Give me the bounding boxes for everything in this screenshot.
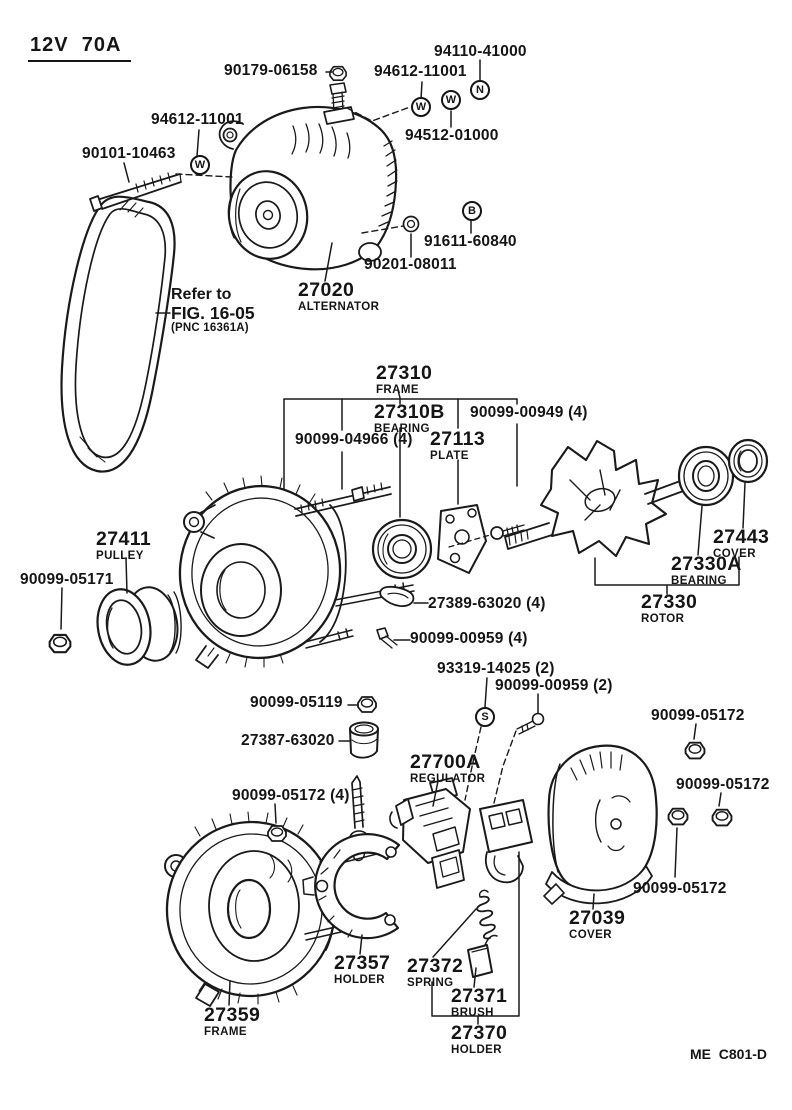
rotor-leader-lines bbox=[594, 482, 746, 595]
rotor-drawing bbox=[504, 439, 701, 558]
note-line1: Refer to bbox=[171, 286, 232, 303]
rear-frame-drawing bbox=[164, 811, 390, 1007]
part-label-93319-14025: 93319-14025 (2) bbox=[437, 660, 555, 677]
front-frame-drawing bbox=[178, 475, 415, 669]
part-label-94110-41000: 94110-41000 bbox=[434, 43, 527, 60]
plate-screw-drawing bbox=[448, 524, 525, 548]
bolt-callout-icon: B bbox=[462, 201, 482, 221]
bottom-dashed-leaders bbox=[464, 726, 517, 804]
alternator-assembly-drawing bbox=[218, 82, 398, 271]
belt-reference-note: Refer to FIG. 16-05 (PNC 16361A) bbox=[171, 286, 255, 335]
part-label-90101-10463: 90101-10463 bbox=[82, 145, 176, 162]
part-label-90099-05119: 90099-05119 bbox=[250, 694, 343, 711]
rear-bearing-drawing bbox=[677, 445, 735, 507]
part-label-94612-11001-left: 94612-11001 bbox=[151, 111, 244, 128]
nut-icon-05172-c bbox=[667, 807, 689, 826]
rear-cover-drawing bbox=[543, 744, 658, 905]
brush-spring-drawing bbox=[476, 889, 496, 940]
part-label-94512-01000: 94512-01000 bbox=[405, 127, 499, 144]
insulator-drawing bbox=[349, 721, 379, 759]
drive-belt-drawing bbox=[60, 195, 176, 473]
part-label-90099-00949: 90099-00949 (4) bbox=[470, 404, 588, 421]
part-label-90099-05172-b: 90099-05172 bbox=[676, 776, 770, 793]
washer-callout-icon: W bbox=[190, 155, 210, 175]
part-label-90201-08011: 90201-08011 bbox=[364, 256, 457, 273]
part-label-90099-00959-4: 90099-00959 (4) bbox=[410, 630, 528, 647]
pulley-drawing bbox=[96, 586, 182, 666]
rectifier-holder-drawing bbox=[302, 833, 401, 940]
washer-callout-icon: W bbox=[441, 90, 461, 110]
nut-icon-05172-b bbox=[711, 808, 733, 827]
part-label-91611-60840: 91611-60840 bbox=[424, 233, 517, 250]
drawing-code: ME C801-D bbox=[690, 1046, 768, 1062]
top-leader-lines bbox=[123, 59, 481, 314]
washer-drawing bbox=[402, 215, 420, 233]
nut-callout-icon: N bbox=[470, 80, 490, 100]
nut-icon-90179 bbox=[329, 65, 347, 82]
part-label-27387-63020: 27387-63020 bbox=[241, 732, 335, 749]
pivot-bolt-drawing bbox=[89, 172, 182, 212]
part-label-90099-00959-2: 90099-00959 (2) bbox=[495, 677, 613, 694]
front-bearing-drawing bbox=[371, 518, 433, 580]
brush-drawing bbox=[467, 934, 498, 978]
pulley-nut-drawing bbox=[48, 633, 72, 654]
brush-holder-body-drawing bbox=[479, 799, 533, 884]
bottom-leader-lines bbox=[228, 723, 722, 1025]
part-label-90099-05172-c: 90099-05172 bbox=[633, 880, 727, 897]
nut-icon-05119 bbox=[357, 696, 377, 713]
spec-title: 12V 70A bbox=[28, 34, 132, 62]
top-dashed-leaders bbox=[175, 106, 411, 234]
part-label-90099-05171: 90099-05171 bbox=[20, 571, 114, 588]
mid-leader-lines bbox=[60, 557, 539, 742]
part-label-90099-05172-a: 90099-05172 bbox=[651, 707, 745, 724]
screw-callout-icon: S bbox=[475, 707, 495, 727]
note-line2: FIG. 16-05 bbox=[171, 302, 255, 323]
stud-screw-drawing bbox=[516, 712, 545, 735]
through-stud-bolt-drawing bbox=[294, 482, 392, 517]
frame-bracket-lines bbox=[283, 389, 518, 518]
part-label-94612-11001-top: 94612-11001 bbox=[374, 63, 467, 80]
small-screw-drawing bbox=[376, 627, 398, 649]
bearing-cover-drawing bbox=[727, 438, 769, 484]
note-line3: (PNC 16361A) bbox=[171, 322, 249, 335]
nut-icon-05172-d bbox=[267, 825, 287, 842]
part-label-90179-06158: 90179-06158 bbox=[224, 62, 318, 79]
part-label-27389-63020: 27389-63020 (4) bbox=[428, 595, 546, 612]
washer-callout-icon: W bbox=[411, 97, 431, 117]
nut-icon-05172-a bbox=[684, 741, 706, 760]
part-label-90099-05172-4: 90099-05172 (4) bbox=[232, 787, 350, 804]
retainer-plate-drawing bbox=[437, 504, 487, 574]
terminal-clip-drawing bbox=[379, 585, 415, 608]
part-label-90099-04966: 90099-04966 (4) bbox=[295, 431, 413, 448]
regulator-drawing bbox=[389, 777, 471, 889]
